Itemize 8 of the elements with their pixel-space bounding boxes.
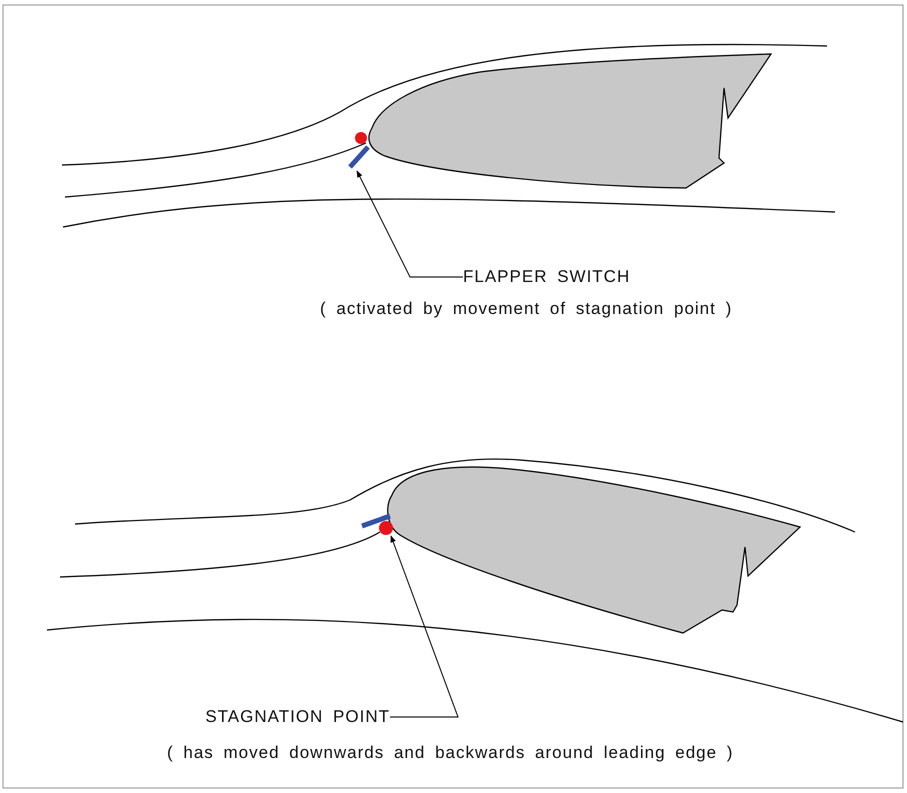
- leader-line: [356, 170, 464, 278]
- caption-text: ( has moved downwards and backwards around leading edge ): [167, 742, 734, 764]
- leader-line: [390, 535, 459, 718]
- flapper-switch: [348, 145, 370, 169]
- caption-text: ( activated by movement of stagnation point ): [320, 298, 732, 320]
- part-label: STAGNATION POINT: [205, 705, 390, 729]
- part-label: FLAPPER SWITCH: [463, 265, 630, 289]
- stagnation-point: [379, 521, 393, 535]
